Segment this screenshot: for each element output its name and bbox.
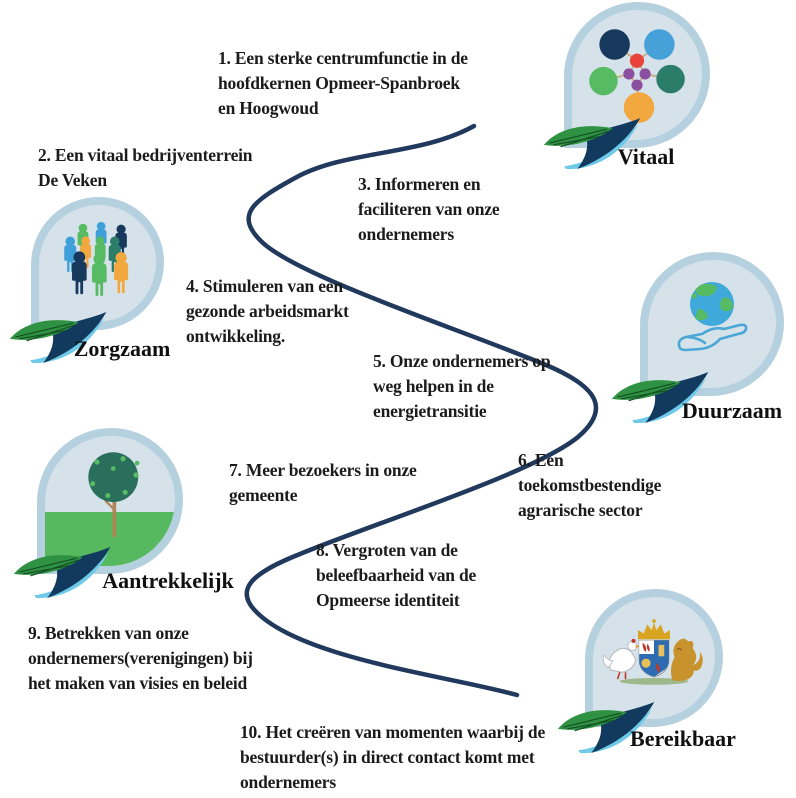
tree-landscape-icon	[88, 452, 140, 538]
badge-aantrekkelijk	[37, 428, 183, 574]
globe-in-hand-icon	[677, 282, 748, 352]
network-icon	[589, 29, 685, 123]
theme-label-bereikbaar: Bereikbaar	[630, 726, 736, 751]
goal-6: 6. Een toekomstbestendige agrarische sec…	[518, 450, 662, 520]
theme-label-duurzaam: Duurzaam	[681, 398, 783, 423]
theme-label-vitaal: Vitaal	[617, 144, 675, 169]
goal-1: 1. Een sterke centrumfunctie in de hoofd…	[218, 48, 468, 118]
badge-vitaal	[564, 2, 710, 148]
goal-10: 10. Het creëren van momenten waarbij de …	[240, 722, 546, 792]
goal-4: 4. Stimuleren van een gezonde arbeidsmar…	[186, 276, 349, 346]
people-group-icon	[64, 221, 129, 297]
badge-bereikbaar	[585, 589, 723, 727]
theme-label-zorgzaam: Zorgzaam	[73, 336, 171, 361]
goal-5: 5. Onze ondernemers op weg helpen in de …	[373, 351, 551, 421]
goal-3: 3. Informeren en faciliteren van onze on…	[358, 174, 500, 244]
coat-of-arms-icon	[602, 619, 703, 685]
theme-label-aantrekkelijk: Aantrekkelijk	[102, 568, 234, 593]
goal-7: 7. Meer bezoekers in onze gemeente	[229, 460, 417, 505]
goal-9: 9. Betrekken van onze ondernemers(vereni…	[28, 623, 253, 693]
goal-8: 8. Vergroten van de beleefbaarheid van d…	[316, 540, 477, 610]
goal-2: 2. Een vitaal bedrijventerrein De Veken	[38, 145, 253, 190]
badge-zorgzaam	[31, 197, 164, 330]
badge-duurzaam	[640, 252, 784, 396]
